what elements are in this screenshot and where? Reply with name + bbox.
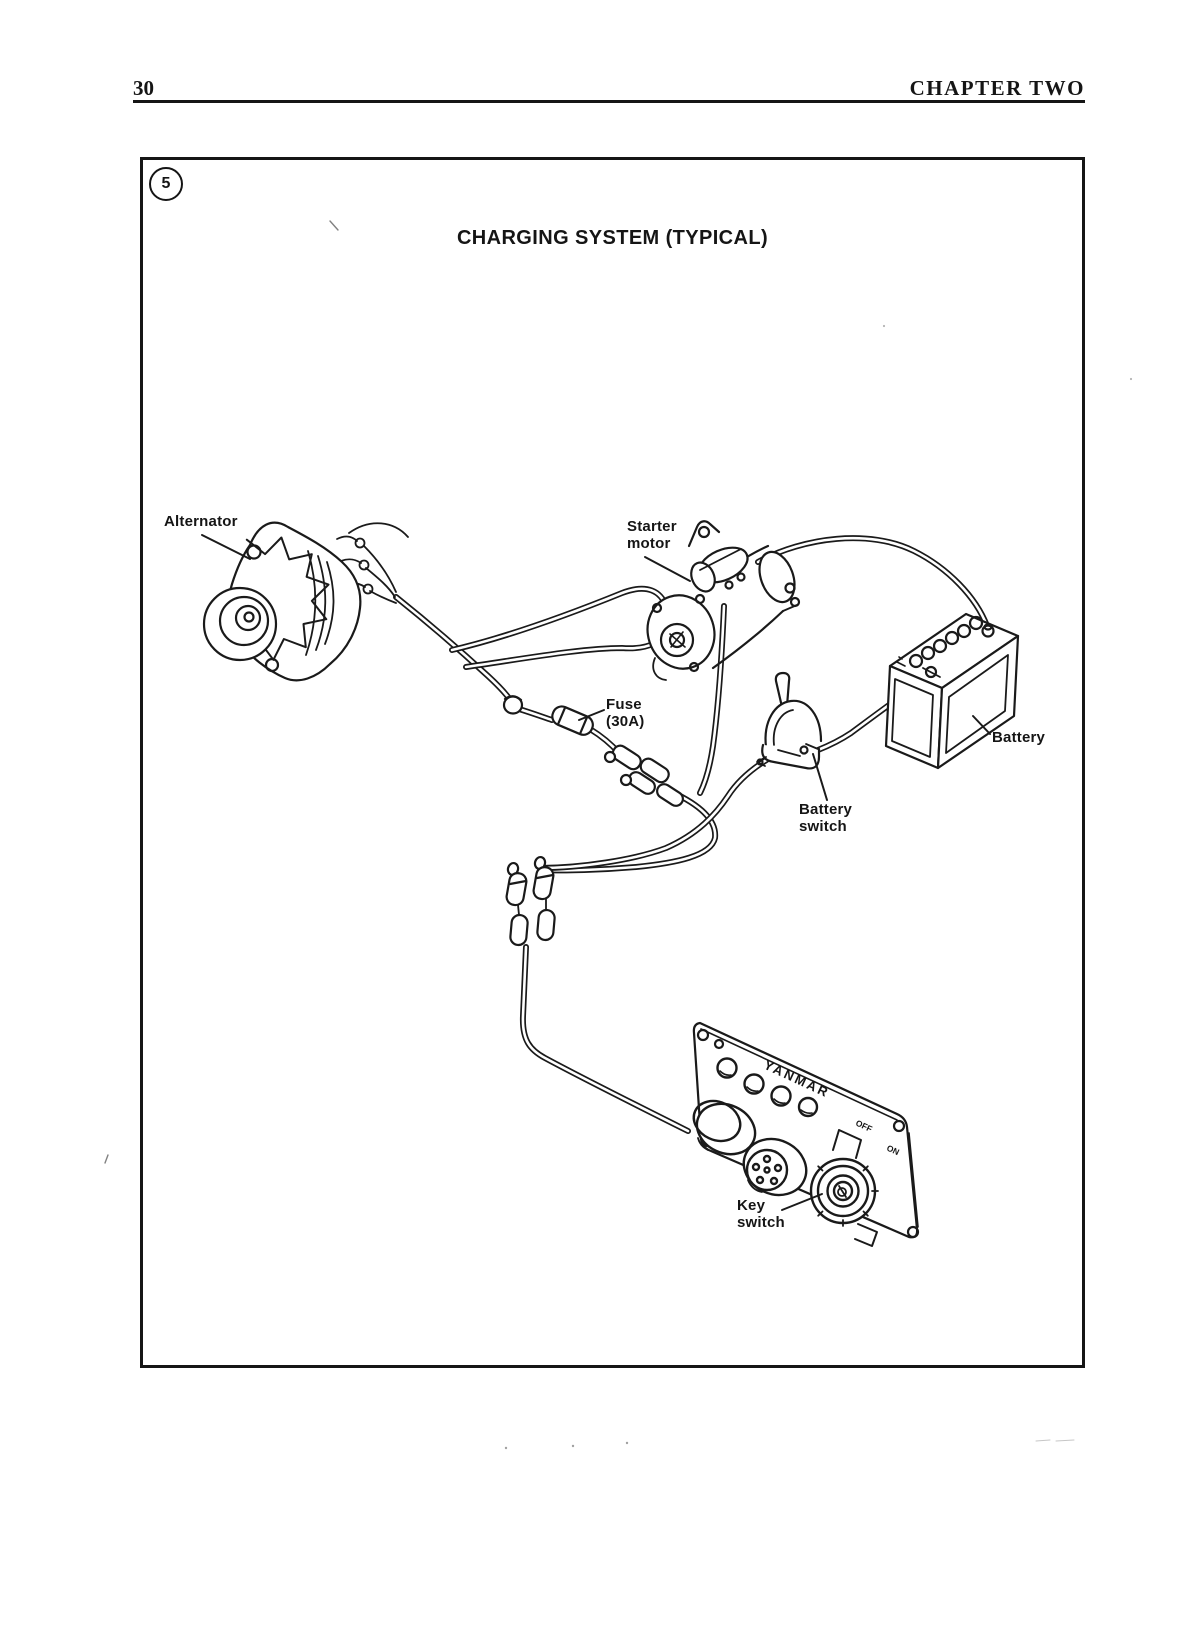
header-rule bbox=[133, 100, 1085, 103]
figure-number: 5 bbox=[161, 175, 171, 192]
label-fuse: Fuse (30A) bbox=[606, 696, 645, 730]
starter-motor-drawing bbox=[646, 520, 801, 681]
bullet-connectors-upper bbox=[603, 744, 684, 807]
figure-title: CHARGING SYSTEM (TYPICAL) bbox=[456, 227, 769, 249]
leader-lines bbox=[201, 534, 991, 1211]
label-battery-switch: Battery switch bbox=[799, 801, 853, 835]
battery-drawing bbox=[884, 612, 1020, 770]
key-switch-drawing bbox=[809, 1129, 879, 1247]
label-battery: Battery bbox=[992, 729, 1046, 746]
fuse-and-connectors bbox=[502, 695, 684, 947]
page-number: 30 bbox=[133, 76, 154, 100]
indicator-holes bbox=[716, 1057, 819, 1118]
push-button bbox=[692, 1099, 757, 1156]
panel-on-text: ON bbox=[885, 1143, 901, 1157]
scan-specks bbox=[104, 220, 1133, 1450]
stop-button bbox=[742, 1137, 808, 1197]
label-starter-motor: Starter motor bbox=[627, 518, 677, 552]
label-alternator: Alternator bbox=[164, 513, 238, 530]
chapter-title: CHAPTER TWO bbox=[909, 76, 1085, 100]
label-key-switch: Key switch bbox=[737, 1197, 785, 1231]
figure-number-badge: 5 bbox=[149, 167, 183, 201]
alternator-leads bbox=[336, 522, 409, 604]
fuse-30a-body bbox=[551, 705, 594, 736]
key-switch-panel-drawing: YANMAR bbox=[692, 1021, 920, 1247]
alternator-drawing bbox=[202, 521, 362, 682]
battery-switch-drawing bbox=[756, 671, 823, 770]
bullet-connectors-lower bbox=[505, 855, 556, 947]
